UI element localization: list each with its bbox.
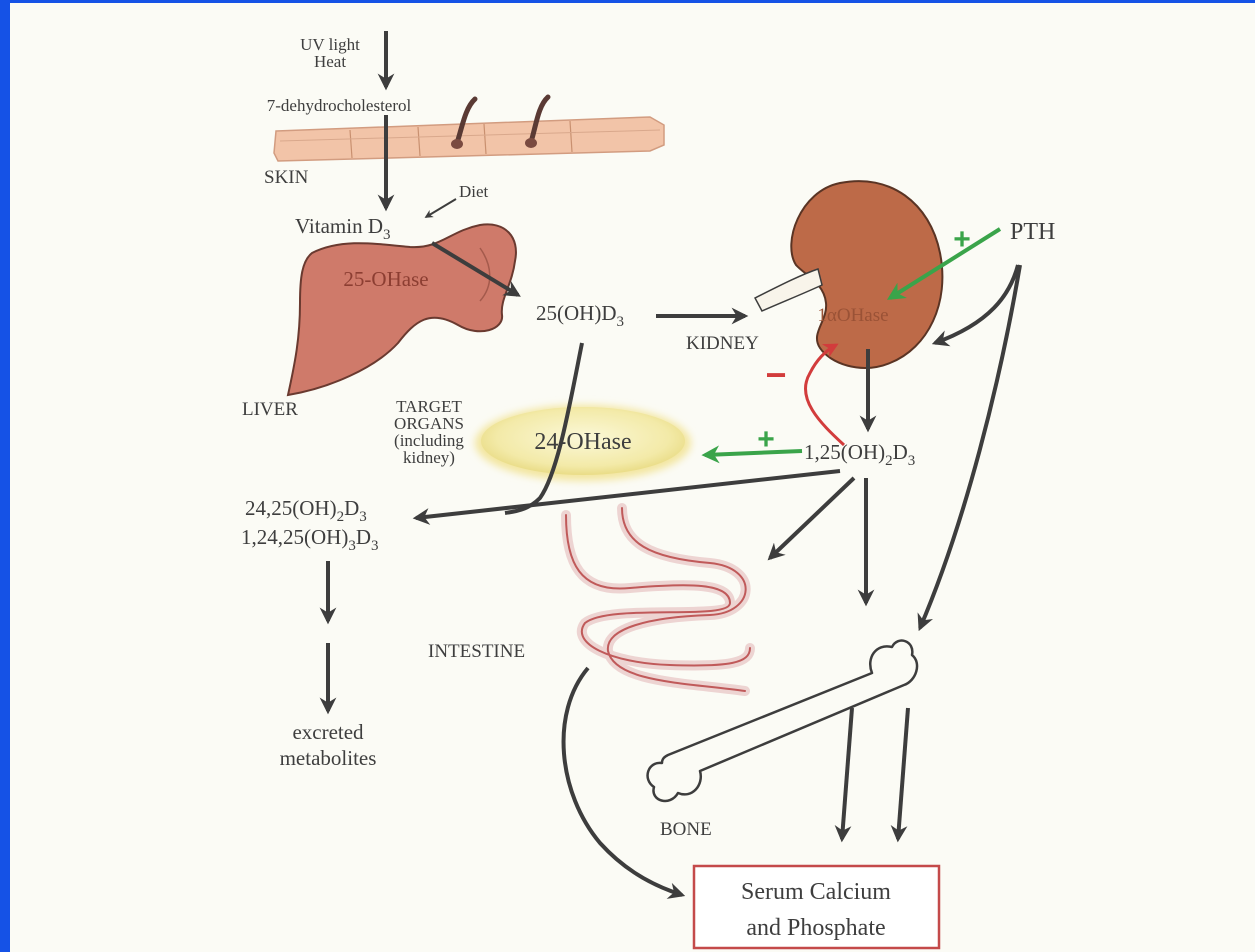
intestine-label: INTESTINE [428, 641, 525, 662]
diet-label: Diet [459, 182, 489, 201]
target-organs-line4: kidney) [403, 448, 455, 467]
excreted-label-line1: excreted [292, 720, 364, 744]
kidney-enzyme-label: 1αOHase [817, 305, 888, 326]
calcidiol-label: 25(OH)D3 [536, 301, 624, 330]
pth-label: PTH [1010, 219, 1055, 245]
ureter-icon [755, 269, 822, 311]
metabolite-24-25-label: 24,25(OH)2D3 [245, 496, 367, 525]
arrow-diet [426, 199, 456, 217]
enzyme-24-ohase-node: 24-OHase [475, 405, 691, 481]
intestine-illustration [566, 508, 750, 691]
arrow-bone-to-serum-1 [842, 708, 852, 839]
arrow-pth-to-bone [920, 265, 1020, 628]
kidney-illustration [755, 181, 942, 368]
arrow-bone-to-serum-2 [898, 708, 908, 839]
kidney-label: KIDNEY [686, 333, 759, 354]
bone-label: BONE [660, 819, 712, 840]
diagram-stage: 24-OHase Serum Calcium and Phosphate [10, 3, 1255, 952]
plus-sign-24ohase: + [757, 423, 775, 456]
plus-sign-kidney: + [953, 223, 971, 256]
minus-sign-feedback: − [765, 354, 786, 395]
serum-label-line2: and Phosphate [746, 915, 885, 941]
vitamin-d3-label: Vitamin D3 [295, 214, 390, 243]
excreted-label-line2: metabolites [280, 746, 377, 770]
metabolite-1-24-25-label: 1,24,25(OH)3D3 [241, 525, 379, 554]
serum-label-line1: Serum Calcium [741, 879, 891, 905]
liver-illustration [288, 224, 516, 395]
liver-enzyme-label: 25-OHase [343, 267, 428, 291]
vitamin-d-metabolism-diagram: 24-OHase Serum Calcium and Phosphate [10, 3, 1255, 952]
calcitriol-label: 1,25(OH)2D3 [804, 440, 915, 469]
uv-label-line2: Heat [314, 52, 346, 71]
liver-label: LIVER [242, 399, 298, 420]
enzyme-24-ohase-label: 24-OHase [534, 429, 631, 455]
serum-calcium-phosphate-box: Serum Calcium and Phosphate [694, 866, 939, 948]
skin-label: SKIN [264, 167, 309, 188]
precursor-label: 7-dehydrocholesterol [267, 96, 412, 115]
arrow-calcitriol-to-intestine [770, 478, 854, 558]
arrow-calcitriol-stimulates-24ohase [705, 451, 802, 455]
arrow-calcitriol-to-metabolites [416, 471, 840, 518]
arrow-pth-to-kidney [935, 265, 1018, 343]
